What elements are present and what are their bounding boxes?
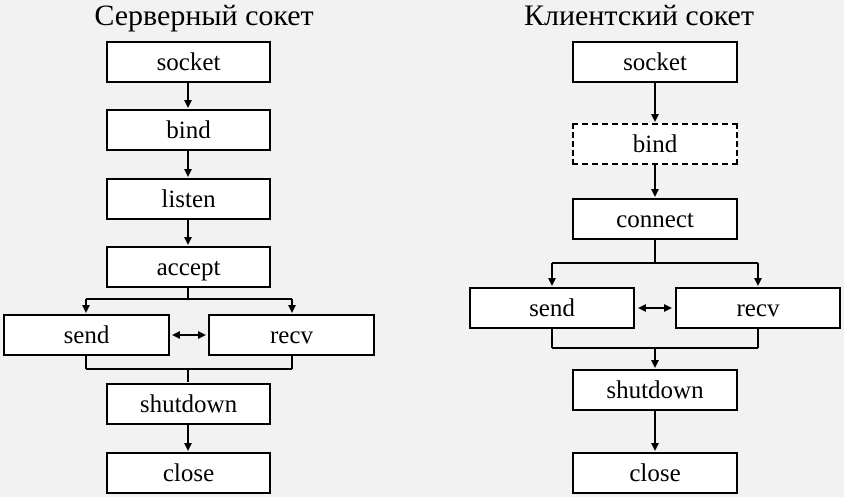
server-bind-step: bind	[106, 109, 271, 151]
client-bind-step-optional: bind	[572, 123, 738, 165]
server-shutdown-step: shutdown	[106, 383, 271, 425]
client-arrow-bind-to-connect	[651, 165, 659, 197]
client-socket-title: Клиентский сокет	[524, 0, 754, 32]
client-close-step: close	[572, 452, 738, 494]
server-arrow-listen-to-accept	[184, 220, 192, 245]
client-arrow-send-recv-exchange	[638, 304, 672, 312]
client-arrow-send-recv-to-shutdown	[551, 329, 759, 368]
server-listen-step: listen	[106, 178, 271, 220]
server-socket-step: socket	[106, 41, 271, 83]
server-arrow-accept-to-send-recv	[82, 288, 296, 313]
client-send-step: send	[469, 287, 635, 329]
client-arrow-connect-to-send-recv	[548, 240, 762, 286]
server-accept-step: accept	[106, 246, 271, 288]
client-arrow-shutdown-to-close	[651, 411, 659, 451]
server-arrow-send-recv-exchange	[172, 331, 206, 339]
server-arrow-shutdown-to-close	[184, 425, 192, 451]
client-socket-step: socket	[572, 41, 738, 83]
server-recv-step: recv	[208, 314, 375, 356]
client-shutdown-step: shutdown	[572, 369, 738, 411]
server-send-step: send	[3, 314, 170, 356]
server-arrow-socket-to-bind	[184, 83, 192, 108]
server-close-step: close	[106, 452, 271, 494]
server-socket-title: Серверный сокет	[94, 0, 314, 32]
client-arrow-socket-to-bind	[651, 83, 659, 122]
client-recv-step: recv	[675, 287, 841, 329]
client-connect-step: connect	[572, 198, 738, 240]
server-arrow-send-recv-to-shutdown	[85, 356, 293, 382]
server-arrow-bind-to-listen	[184, 151, 192, 177]
